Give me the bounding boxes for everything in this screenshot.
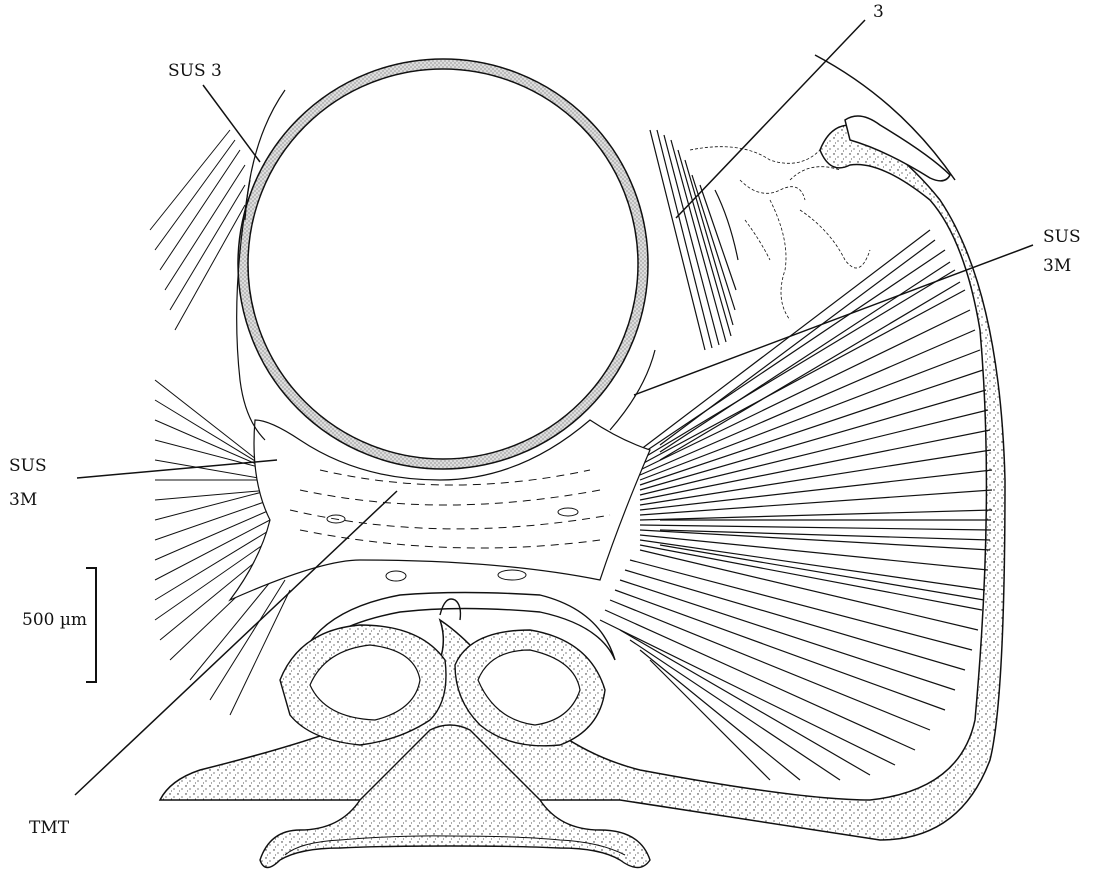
right-fiber-fan [600, 230, 992, 780]
scale-bar [86, 568, 96, 682]
tissue-nucleus-4 [498, 570, 526, 580]
upper-fiber-bundle [650, 130, 738, 350]
leader-3-top [676, 20, 865, 218]
leader-sus3m-left [77, 460, 277, 478]
leader-sus3-top [203, 85, 260, 162]
tissue-nucleus-3 [386, 571, 406, 581]
leader-sus3m-right [634, 245, 1033, 395]
label-3-top: 3 [873, 2, 884, 22]
label-scale: 500 µm [22, 610, 87, 630]
label-sus3m-left-line1: SUS [9, 456, 47, 476]
label-sus3m-right-line1: SUS [1043, 227, 1081, 247]
label-sus3-top: SUS 3 [168, 61, 222, 81]
large-capsule-interior [248, 69, 638, 459]
label-sus3m-right-line2: 3M [1043, 256, 1071, 276]
label-tmt: TMT [29, 818, 69, 838]
label-sus3m-left-line2: 3M [9, 490, 37, 510]
